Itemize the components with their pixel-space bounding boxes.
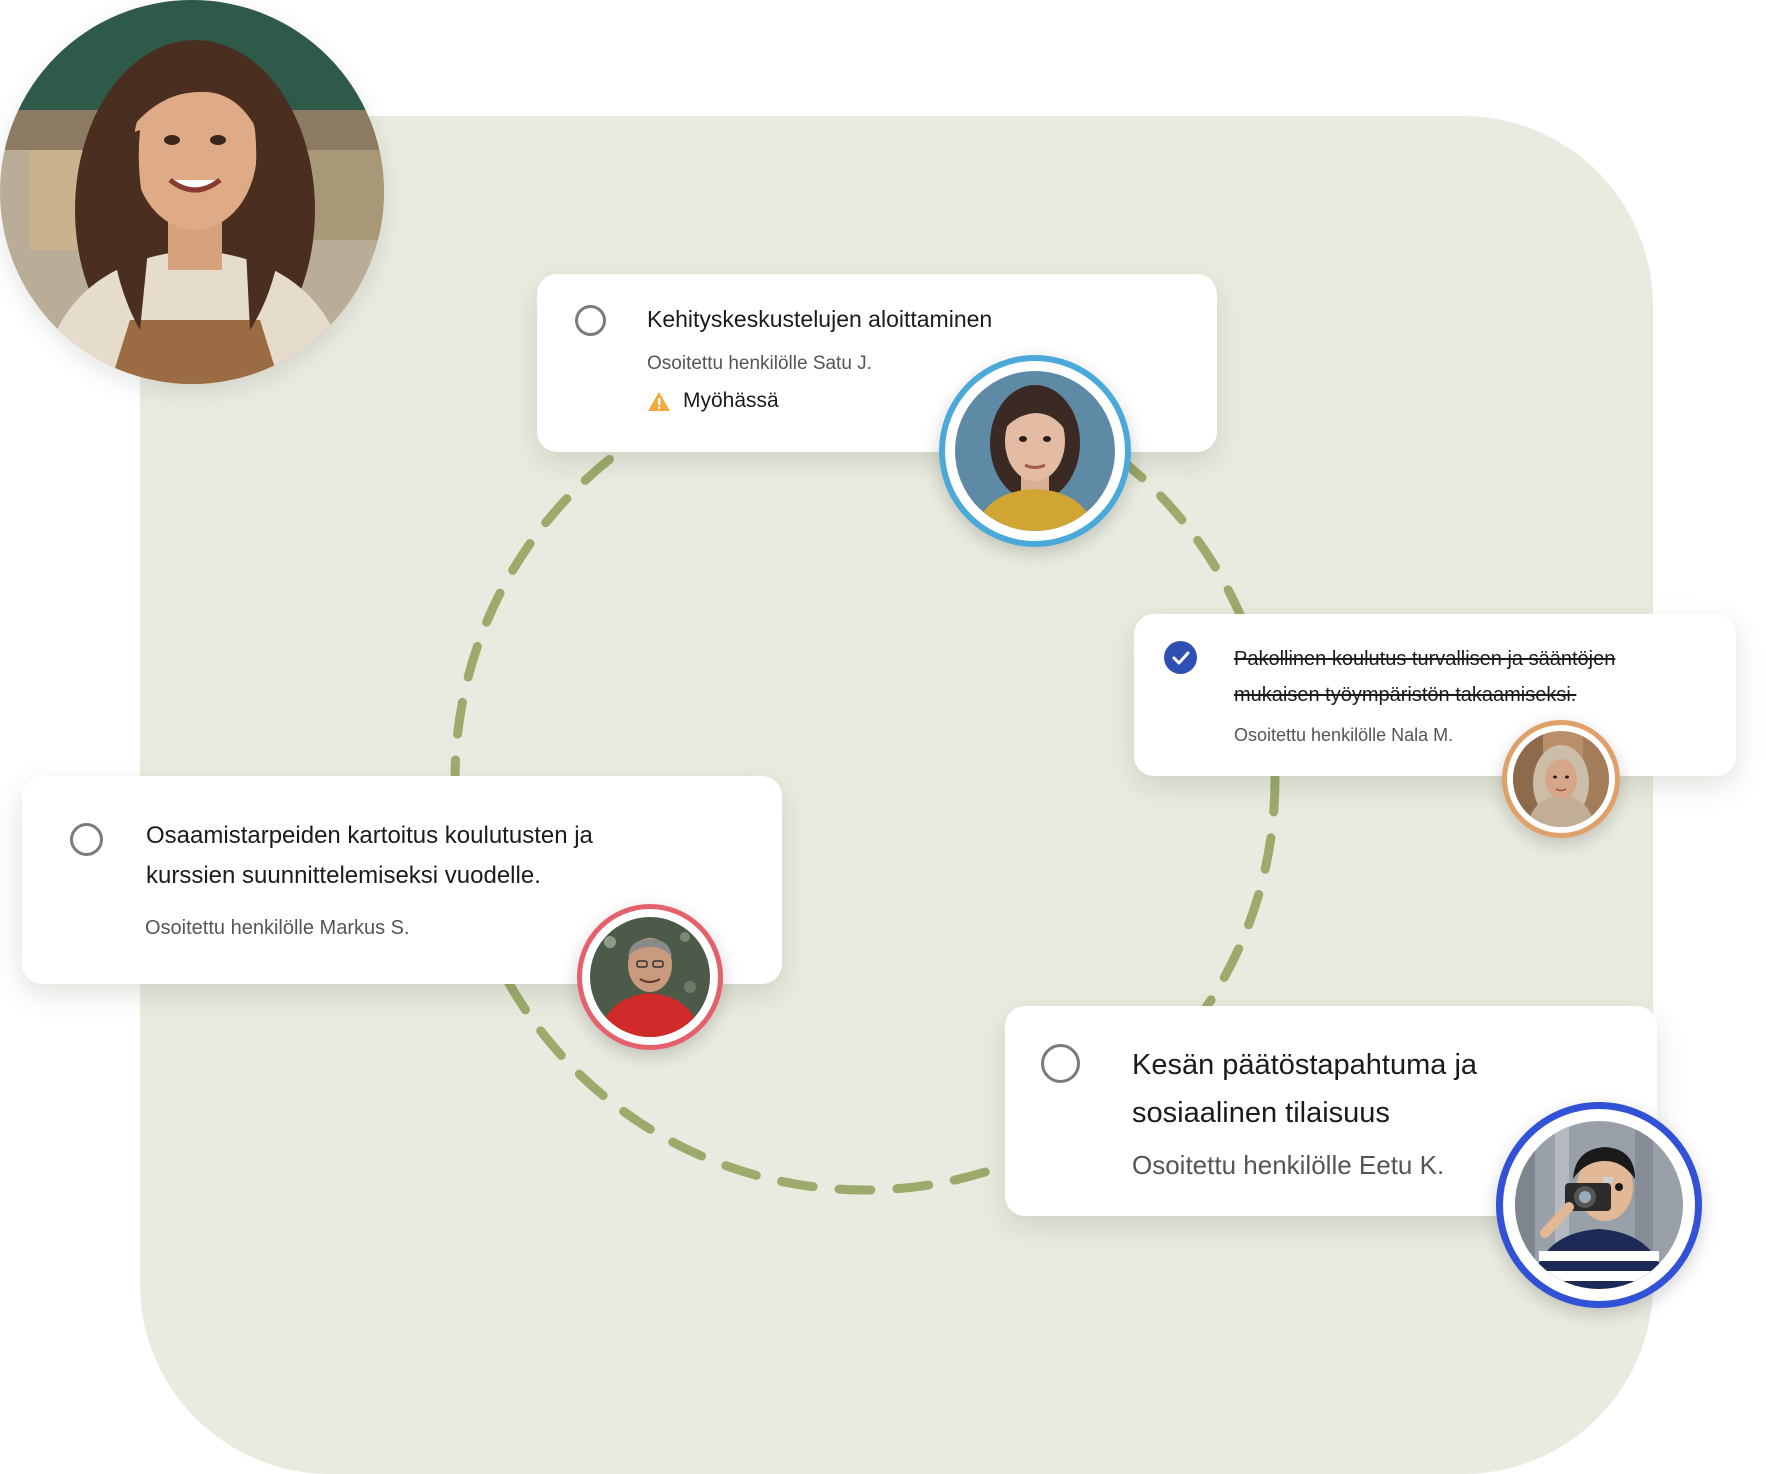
task-title-line-1: Osaamistarpeiden kartoitus koulutusten j… <box>146 822 593 849</box>
task-assignee: Osoitettu henkilölle Nala M. <box>1234 725 1454 745</box>
teacher-photo <box>0 0 384 384</box>
task-assignee: Osoitettu henkilölle Markus S. <box>145 917 410 939</box>
task-checkbox-checked[interactable] <box>1164 641 1197 674</box>
assignee-avatar-nala <box>1502 720 1620 838</box>
assignee-avatar-satu <box>939 355 1131 547</box>
young-man-camera-photo <box>1515 1121 1683 1289</box>
woman-portrait-photo <box>955 371 1115 531</box>
assignee-avatar-eetu <box>1496 1102 1702 1308</box>
task-card-2[interactable]: Pakollinen koulutus turvallisen ja säänt… <box>1134 614 1736 776</box>
hero-avatar <box>0 0 384 384</box>
task-title-line-2: mukaisen työympäristön takaamiseksi. <box>1234 684 1577 706</box>
task-title-line-1: Kesän päätöstapahtuma ja <box>1132 1049 1478 1081</box>
task-title: Kehityskeskustelujen aloittaminen <box>647 306 993 332</box>
man-portrait-photo <box>590 917 710 1037</box>
status-late: Myöhässä <box>647 389 779 413</box>
task-title-line-2: sosiaalinen tilaisuus <box>1132 1097 1390 1129</box>
warning-icon <box>648 391 670 411</box>
task-assignee: Osoitettu henkilölle Eetu K. <box>1132 1150 1445 1180</box>
status-label: Myöhässä <box>683 389 779 412</box>
task-title-line-2: kurssien suunnittelemiseksi vuodelle. <box>146 862 541 889</box>
woman-hijab-photo <box>1513 731 1609 827</box>
task-checkbox[interactable] <box>70 823 103 856</box>
task-assignee: Osoitettu henkilölle Satu J. <box>647 353 872 374</box>
task-title-line-1: Pakollinen koulutus turvallisen ja säänt… <box>1234 648 1616 670</box>
checkmark-icon <box>1172 651 1189 664</box>
task-checkbox[interactable] <box>1041 1044 1080 1083</box>
task-checkbox[interactable] <box>575 305 606 336</box>
assignee-avatar-markus <box>577 904 723 1050</box>
